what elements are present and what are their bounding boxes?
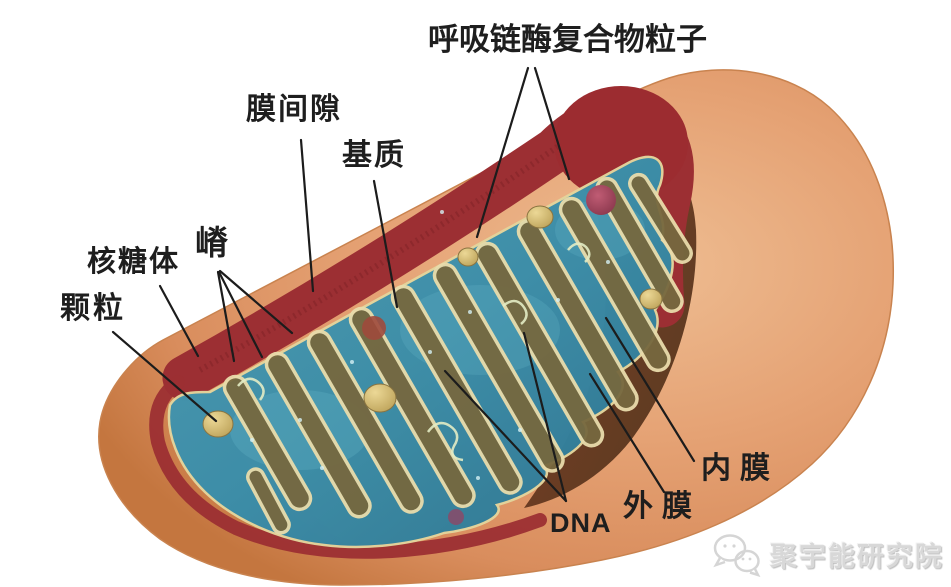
watermark-text: 聚宇能研究院 [770, 541, 944, 572]
leader-cristae-1 [216, 270, 236, 363]
leader-intermembrane [299, 138, 315, 293]
leader-respiratory-2 [533, 66, 571, 181]
wechat-bubbles-icon [713, 534, 761, 577]
cristae-folds [222, 172, 693, 535]
label-inner-membrane: 内膜 [701, 452, 779, 485]
dna-strands [237, 242, 591, 462]
label-respiratory-chain-particles: 呼吸链酶复合物粒子 [428, 22, 707, 57]
label-ribosome: 核糖体 [87, 246, 181, 278]
leader-dna-1 [443, 369, 568, 503]
leader-dna-2 [522, 331, 568, 503]
label-cristae: 嵴 [195, 224, 228, 261]
label-outer-membrane: 外膜 [623, 490, 701, 523]
leader-cristae-3 [218, 269, 294, 335]
label-intermembrane-space: 膜间隙 [246, 93, 342, 126]
leader-outer-membrane [588, 372, 666, 494]
matrix-speckles [250, 198, 610, 480]
leader-respiratory-1 [475, 66, 530, 239]
leader-inner-membrane [604, 316, 696, 463]
red-particles [362, 185, 616, 525]
leader-granule [111, 330, 218, 423]
label-matrix: 基质 [342, 139, 406, 172]
label-granule: 颗粒 [60, 292, 126, 325]
label-dna: DNA [550, 508, 612, 538]
leader-cristae-2 [217, 270, 264, 359]
leader-ribosome [158, 284, 200, 358]
leader-matrix [372, 179, 399, 309]
watermark: 聚宇能研究院 [710, 531, 944, 577]
leader-lines [111, 66, 696, 503]
granules [202, 205, 663, 438]
